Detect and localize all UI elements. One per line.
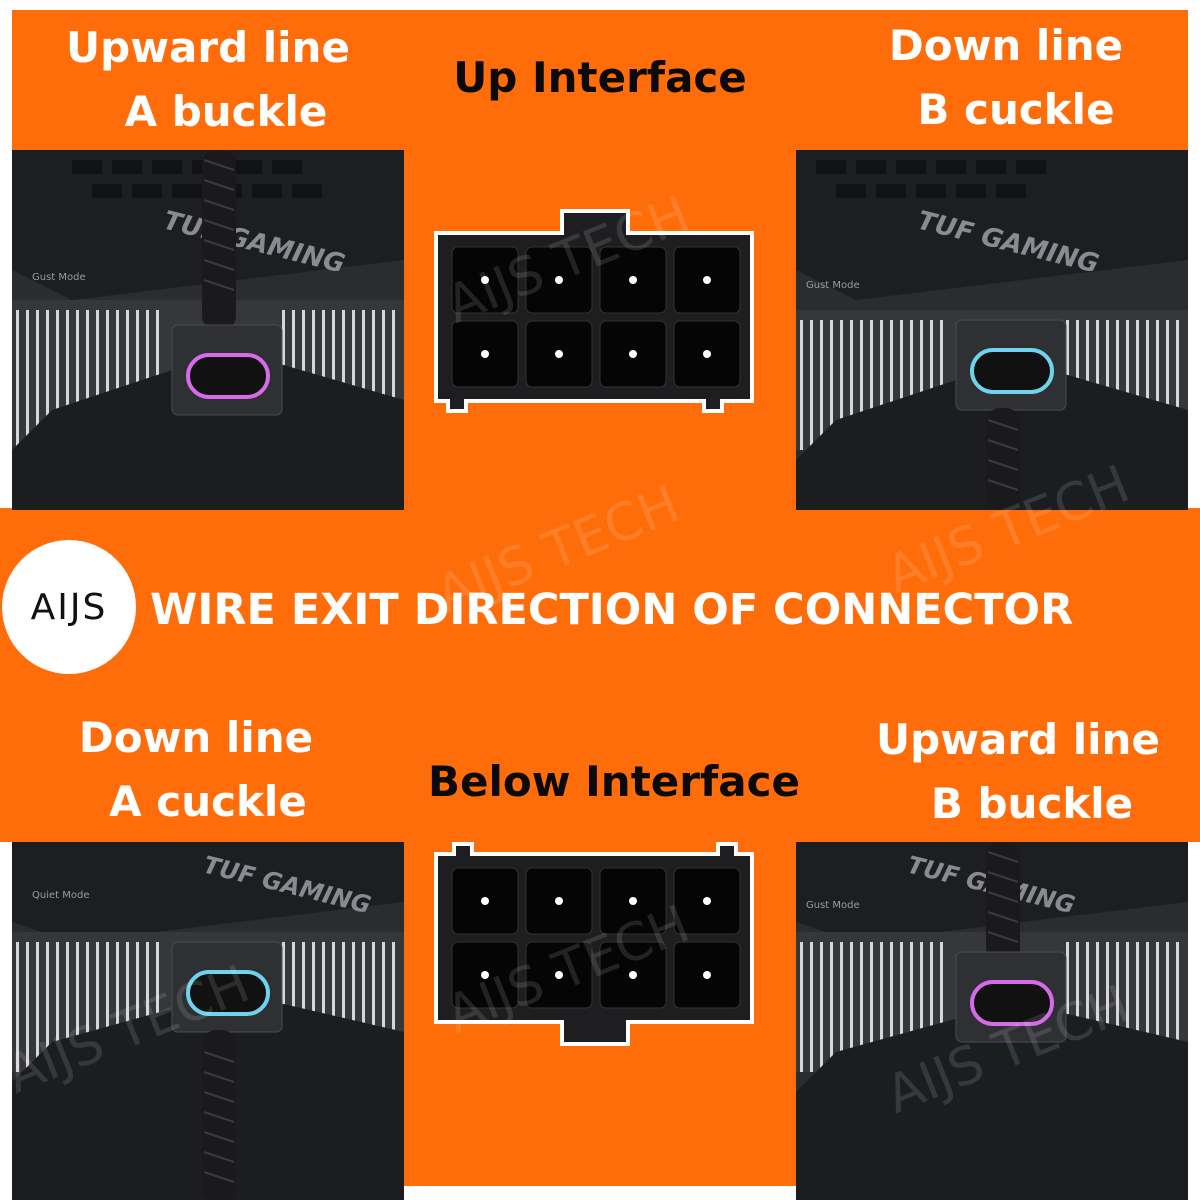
label-b-cuckle: B cuckle <box>917 85 1115 134</box>
orange-band-top-right <box>796 10 1188 150</box>
gpu-photo-down-a: TUF GAMING Quiet Mode <box>12 842 404 1200</box>
below-interface-title: Below Interface <box>428 757 800 806</box>
label-b-buckle: B buckle <box>930 779 1134 828</box>
connector-diagram-below <box>430 840 760 1050</box>
connector-diagram-up <box>430 205 760 415</box>
gpu-photo-upward-a: TUF GAMING Gust Mode <box>12 150 404 510</box>
gust-mode-text: Gust Mode <box>806 900 860 911</box>
gpu-photo-down-b: TUF GAMING Gust Mode <box>796 150 1188 510</box>
up-interface-title: Up Interface <box>453 53 747 102</box>
gpu-photo-upward-b: TUF GAMING Gust Mode <box>796 842 1188 1200</box>
aijs-logo: AIJS <box>2 540 136 674</box>
gust-mode-text: Gust Mode <box>806 280 860 291</box>
quiet-mode-text: Quiet Mode <box>32 890 90 901</box>
label-upward-line-b: Upward line <box>876 715 1160 764</box>
label-a-cuckle: A cuckle <box>109 777 307 826</box>
main-heading: WIRE EXIT DIRECTION OF CONNECTOR <box>150 585 1074 635</box>
label-a-buckle: A buckle <box>124 87 328 136</box>
orange-band-middle <box>0 508 1200 842</box>
gust-mode-text: Gust Mode <box>32 272 86 283</box>
label-down-line-b: Down line <box>888 21 1124 70</box>
label-down-line-a: Down line <box>78 713 314 762</box>
orange-band-top-left <box>12 10 404 150</box>
label-upward-line-a: Upward line <box>66 23 350 72</box>
logo-text: AIJS <box>30 586 108 628</box>
